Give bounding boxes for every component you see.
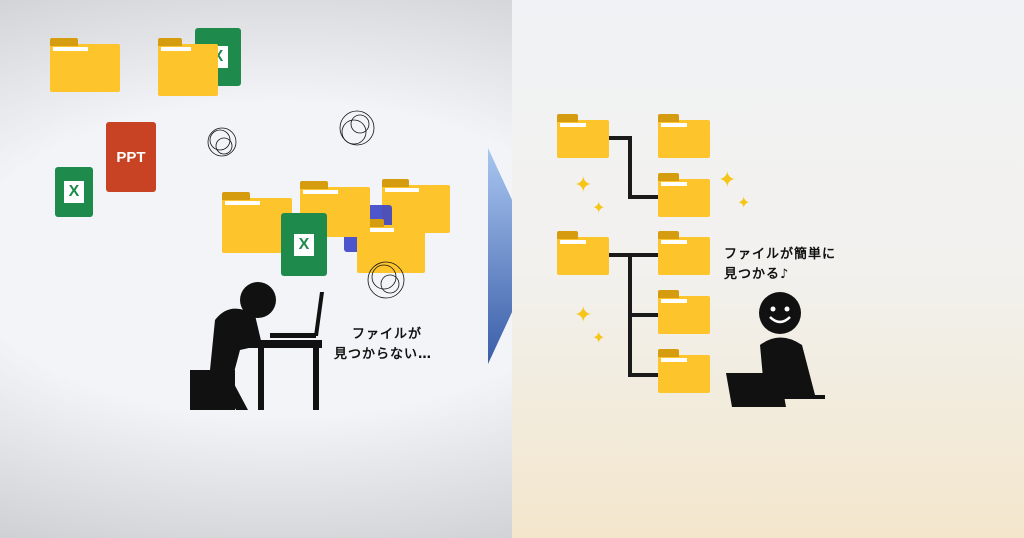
sparkle-icon: ✦ — [574, 303, 593, 328]
parent-folder-icon — [557, 114, 609, 158]
sparkle-icon: ✦ — [592, 198, 606, 217]
child-folder-icon — [658, 231, 710, 275]
sparkle-icon: ✦ — [574, 173, 593, 198]
excel-file-icon: X — [281, 213, 327, 276]
excel-label: X — [63, 181, 85, 203]
sparkle-icon: ✦ — [718, 168, 737, 193]
excel-label: X — [293, 233, 315, 256]
parent-folder-icon — [557, 231, 609, 275]
folder-icon — [50, 38, 120, 92]
before-panel: X PPT X W X — [0, 0, 512, 538]
before-caption-line1: ファイルが — [352, 327, 423, 342]
child-folder-icon — [658, 173, 710, 217]
ppt-label: PPT — [116, 148, 146, 166]
sparkle-icon: ✦ — [592, 328, 606, 347]
child-folder-icon — [658, 290, 710, 334]
after-caption: ファイルが簡単に 見つかる♪ — [724, 245, 836, 285]
child-folder-icon — [658, 349, 710, 393]
frustrated-person-illustration — [190, 110, 405, 410]
folder-icon — [158, 38, 218, 96]
before-caption-line2: 見つからない… — [334, 347, 433, 362]
sparkle-icon: ✦ — [737, 193, 751, 212]
excel-file-icon: X — [55, 167, 93, 217]
after-caption-line2: 見つかる♪ — [724, 267, 790, 282]
before-caption: ファイルが 見つからない… — [334, 325, 432, 365]
happy-person-illustration — [726, 292, 825, 407]
after-caption-line1: ファイルが簡単に — [724, 247, 837, 262]
scribble-icon — [207, 110, 405, 299]
person-at-desk-icon — [190, 282, 324, 410]
ppt-file-icon: PPT — [106, 122, 156, 192]
child-folder-icon — [658, 114, 710, 158]
folder-icon — [222, 192, 292, 253]
